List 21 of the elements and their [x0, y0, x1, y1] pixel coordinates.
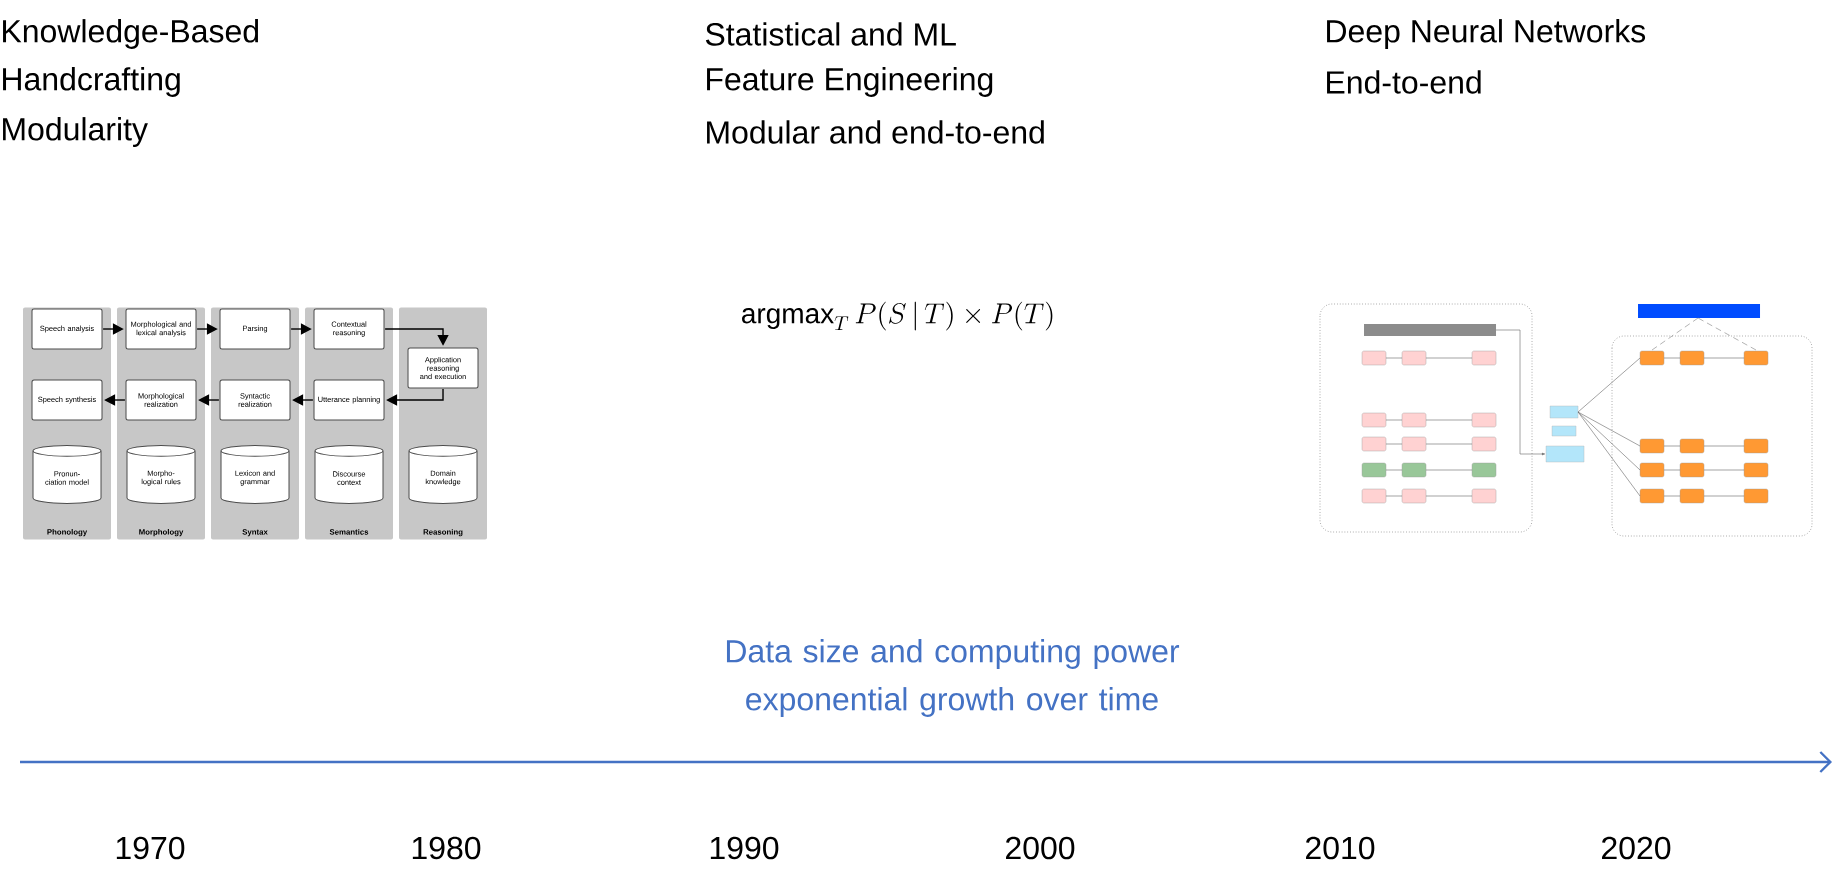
year-label: 1980	[412, 836, 481, 860]
year-label: 1970	[116, 836, 185, 860]
era-heading: Modularity	[3, 117, 148, 147]
formula: $\mathrm{argmax}_{T}\, P(S\,|\,T)\times P(T)$	[742, 301, 1053, 331]
era-heading: Deep Neural Networks	[1327, 19, 1646, 49]
year-label: 2020	[1602, 836, 1671, 860]
era-heading: End-to-end	[1327, 70, 1481, 94]
arrow	[384, 328, 449, 346]
era-heading: Feature Engineering	[707, 67, 993, 97]
arrow	[386, 388, 444, 406]
era-heading: Handcrafting	[3, 67, 180, 97]
arrow	[102, 323, 124, 335]
arrow	[196, 323, 218, 335]
era-heading: Statistical and ML	[705, 22, 956, 46]
year-label: 1990	[710, 836, 779, 860]
trend-note: Data size and computing power exponential growth over time	[726, 639, 1180, 717]
year-label: 2010	[1306, 836, 1375, 860]
year-label: 2000	[1006, 836, 1075, 860]
era-heading: Modular and end-to-end	[707, 120, 1044, 144]
arrow	[290, 323, 312, 335]
era-heading: Knowledge-Based	[3, 19, 259, 49]
